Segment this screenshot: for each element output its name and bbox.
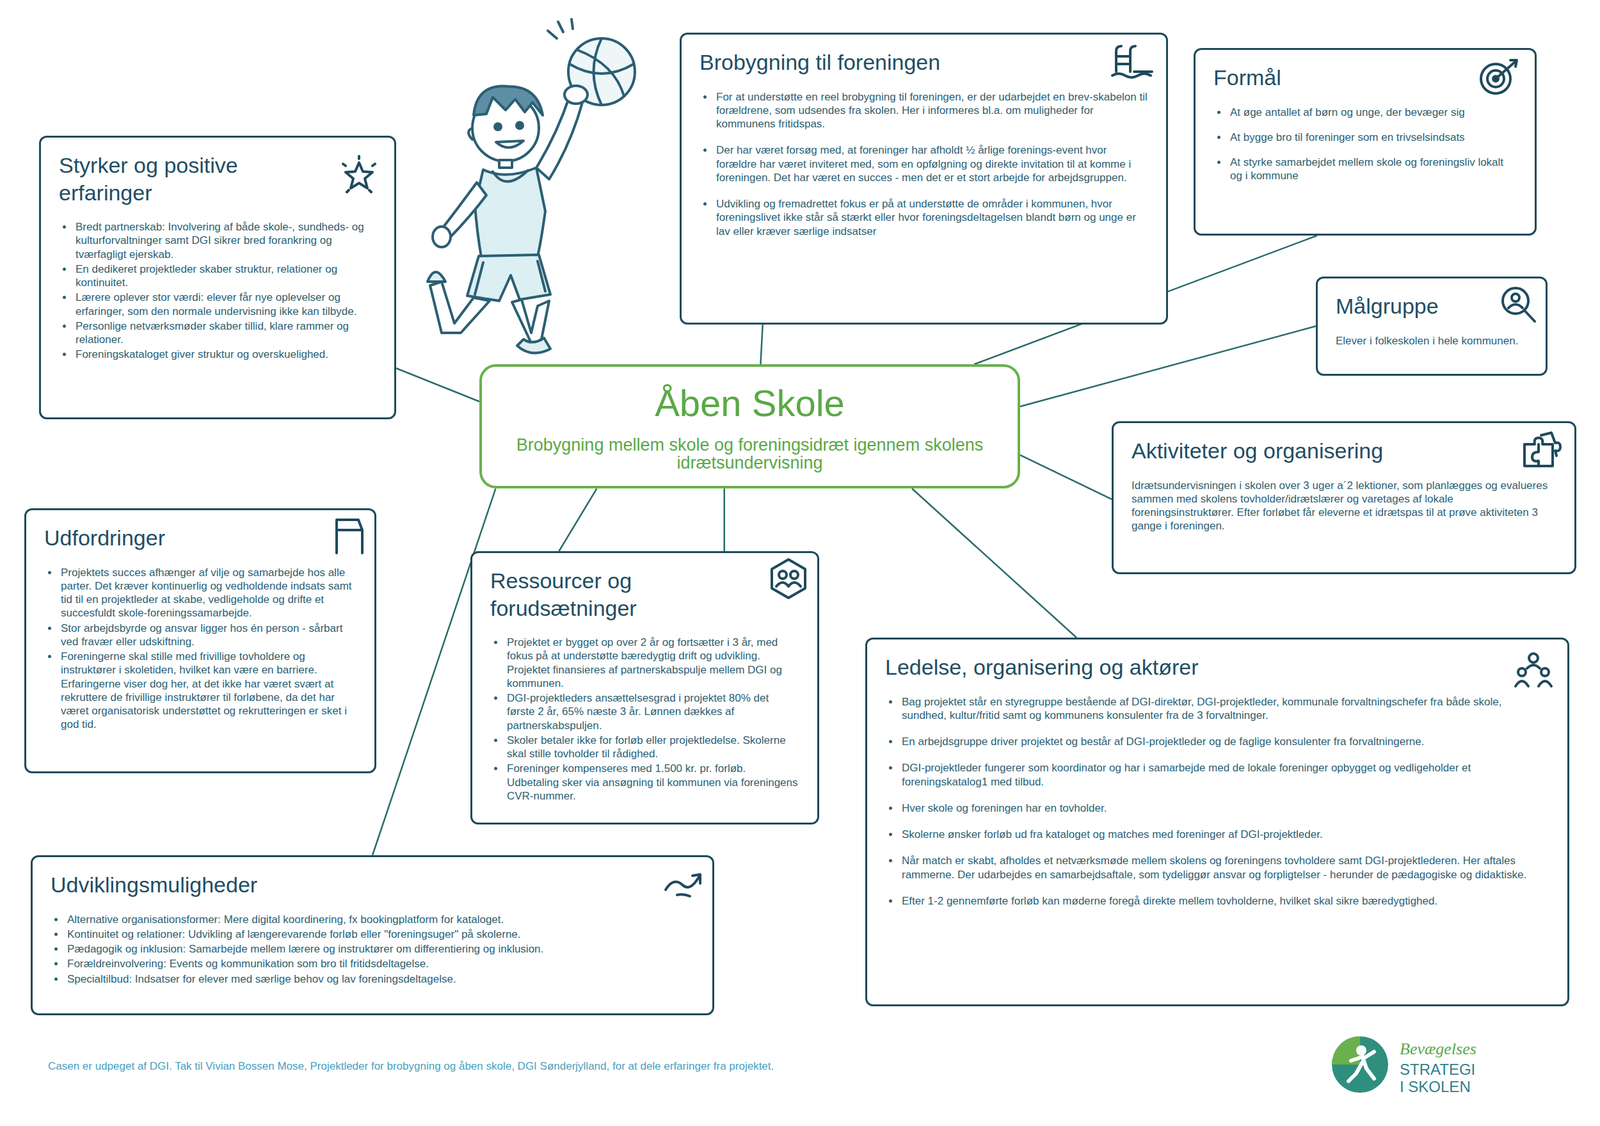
topic-box: MålgruppeElever i folkeskolen i hele kom… [1315,276,1548,376]
topic-box: Formål At øge antallet af børn og unge, d… [1193,48,1537,236]
bullet-item: En arbejdsgruppe driver projektet og bes… [885,734,1550,749]
connector-line [396,368,480,402]
topic-box: UdviklingsmulighederAlternative organisa… [30,855,715,1016]
box-heading: Formål [1213,64,1517,92]
bullet-item: For at understøtte en reel brobygning ti… [699,90,1149,132]
box-heading: Ledelse, organisering og aktører [885,653,1550,681]
connector-line [1020,455,1112,500]
topic-box: UdfordringerProjektets succes afhænger a… [24,508,377,774]
bullet-item: Skolerne ønsker forløb ud fra kataloget … [885,827,1550,841]
bullet-item: Projektets succes afhænger af vilje og s… [44,565,357,621]
box-heading: Brobygning til foreningen [699,48,1149,77]
topic-box: Styrker og positive erfaringerBredt part… [39,135,397,420]
footer-note: Casen er udpeget af DGI. Tak til Vivian … [48,1059,774,1073]
bullet-item: At bygge bro til foreninger som en trivs… [1213,130,1517,144]
bullet-item: Specialtilbud: Indsatser for elever med … [50,972,695,986]
bullet-item: Udvikling og fremadrettet fokus er på at… [699,197,1149,239]
box-text: Idrætsundervisningen i skolen over 3 uge… [1131,478,1557,534]
bullet-item: Hver skole og foreningen har en tovholde… [885,801,1550,815]
central-topic: Åben SkoleBrobygning mellem skole og for… [479,364,1021,489]
logo-text: STRATEGI [1399,1060,1476,1079]
bullet-item: DGI-projektleder fungerer som koordinato… [885,760,1550,789]
connector-line [558,488,597,552]
bullet-item: Når match er skabt, afholdes et netværks… [885,853,1550,882]
connector-line [760,324,763,365]
logo-text: I SKOLEN [1399,1077,1471,1096]
box-heading: Udviklingsmuligheder [50,871,695,899]
topic-box: Ressourcer og forudsætningerProjektet er… [470,551,820,825]
topic-box: Brobygning til foreningenFor at understø… [679,32,1168,325]
logo-text: Bevægelses [1399,1039,1477,1059]
bullet-item: At øge antallet af børn og unge, der bev… [1213,105,1517,120]
bullet-item: Forældreinvolvering: Events og kommunika… [50,956,695,971]
bullet-item: Der har været forsøg med, at foreninger … [699,143,1149,185]
bullet-item: Projektet er bygget op over 2 år og fort… [490,635,800,690]
bullet-item: Lærere oplever stor værdi: elever får ny… [58,290,377,319]
bullet-item: Skoler betaler ikke for forløb eller pro… [490,733,800,761]
box-heading: Ressourcer og forudsætninger [490,567,800,622]
connector-line [912,488,1077,638]
center-subtitle: Brobygning mellem skole og foreningsidræ… [501,435,999,473]
bullet-item: At styrke samarbejdet mellem skole og fo… [1213,155,1517,184]
box-heading: Aktiviteter og organisering [1131,437,1557,465]
bullet-item: Pædagogik og inklusion: Samarbejde melle… [50,942,695,956]
bullet-item: Bag projektet står en styregruppe beståe… [885,695,1550,723]
bullet-item: DGI-projektleders ansættelsesgrad i proj… [490,691,800,733]
bullet-item: Bredt partnerskab: Involvering af både s… [58,220,377,262]
bullet-item: Foreninger kompenseres med 1.500 kr. pr.… [490,761,800,803]
bullet-item: En dedikeret projektleder skaber struktu… [58,262,377,290]
box-heading: Styrker og positive erfaringer [58,151,377,207]
box-heading: Målgruppe [1335,292,1528,320]
topic-box: Aktiviteter og organiseringIdrætsundervi… [1111,421,1577,575]
bullet-item: Kontinuitet og relationer: Udvikling af … [50,927,695,941]
connector-line [723,488,726,552]
bullet-item: Alternative organisationsformer: Mere di… [50,912,695,927]
topic-box: Ledelse, organisering og aktørerBag proj… [865,637,1570,1007]
bullet-item: Stor arbejdsbyrde og ansvar ligger hos é… [44,621,357,649]
center-title: Åben Skole [501,380,999,426]
box-heading: Udfordringer [44,524,357,552]
connector-line [1020,326,1316,408]
bullet-item: Foreningerne skal stille med frivillige … [44,649,357,732]
bullet-item: Efter 1-2 gennemførte forløb kan møderne… [885,894,1550,908]
bullet-item: Foreningskataloget giver struktur og ove… [58,347,377,361]
bullet-item: Personlige netværksmøder skaber tillid, … [58,319,377,347]
box-text: Elever i folkeskolen i hele kommunen. [1335,334,1528,348]
